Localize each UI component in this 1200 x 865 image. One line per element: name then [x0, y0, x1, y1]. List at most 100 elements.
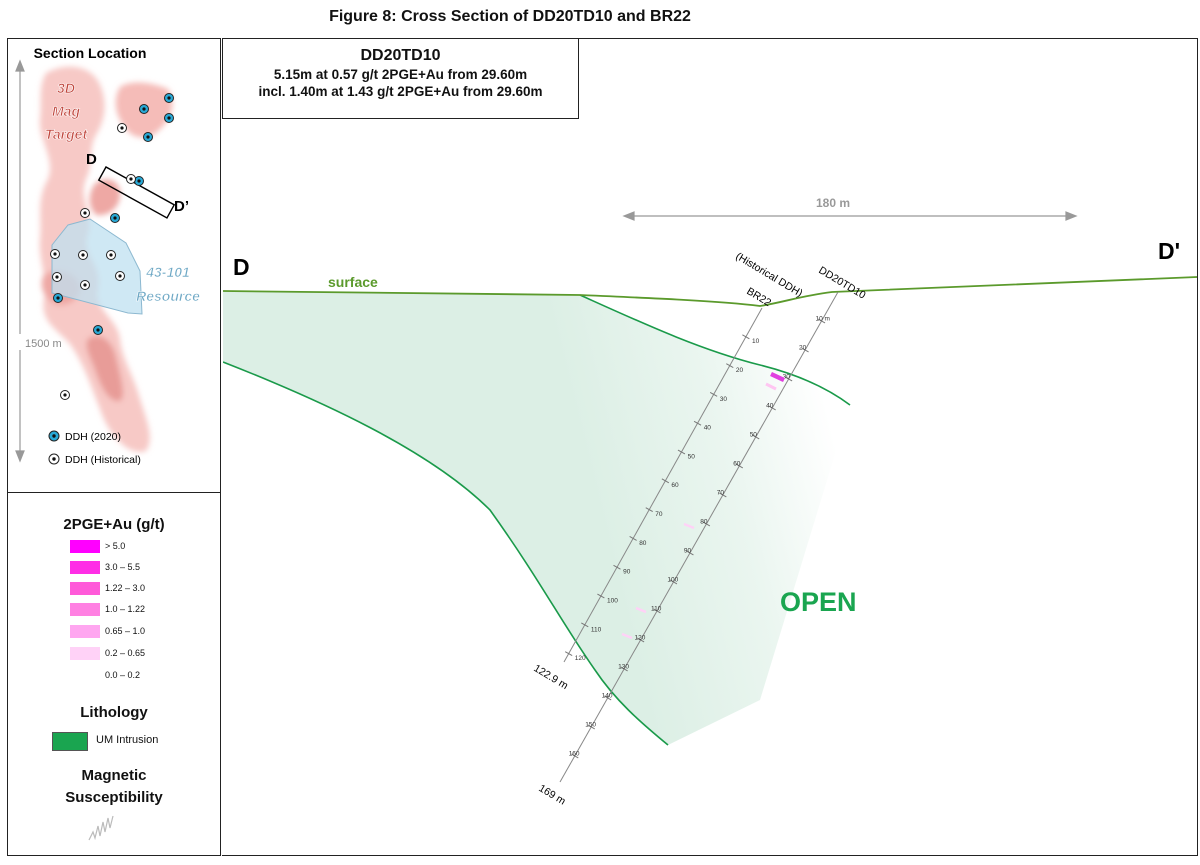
depth-tick [719, 492, 727, 498]
depth-tick [677, 449, 686, 455]
depth-label: 80 [700, 519, 708, 526]
hole-info-box: DD20TD10 5.15m at 0.57 g/t 2PGE+Au from … [222, 38, 579, 119]
hole-name: DD20TD10 [360, 47, 441, 64]
surface-label: surface [328, 274, 378, 290]
scale-label-bg [14, 334, 46, 350]
legend-ddh-2020-label: DDH (2020) [65, 431, 121, 443]
lithology-label: UM Intrusion [96, 734, 159, 746]
depth-label: 10 m [816, 316, 830, 323]
section-start-label: D [233, 254, 250, 280]
location-title: Section Location [34, 45, 147, 61]
intrusion-fill [223, 291, 850, 745]
figure-title: Figure 8: Cross Section of DD20TD10 and … [329, 8, 691, 25]
grade-swatch [70, 625, 100, 638]
depth-tick [768, 405, 776, 411]
legend-ddh-2020-dot [52, 434, 56, 438]
depth-label: 30 [720, 396, 728, 403]
grade-label: 1.22 – 3.0 [105, 583, 146, 593]
depth-tick [661, 478, 670, 484]
location-map: Section Location 3D Mag Target 43-101 Re… [14, 45, 200, 466]
lithology-title: Lithology [80, 704, 148, 721]
grade-label: 0.65 – 1.0 [105, 626, 146, 636]
drill-trace-dd20td10 [559, 291, 839, 783]
depth-tick [581, 622, 589, 628]
ddh-2020-markers [53, 93, 174, 335]
resource-label-1: 43-101 [145, 264, 190, 280]
depth-tick [784, 376, 793, 382]
ddh-center-dots [53, 96, 171, 397]
depth-label: 130 [618, 664, 629, 671]
depth-tick [603, 695, 612, 701]
depth-label: 70 [717, 490, 725, 497]
depth-label: 60 [671, 482, 679, 489]
depth-tick [817, 318, 826, 324]
intrusion-contact-lower [223, 361, 669, 746]
depth-label: 10 [752, 338, 760, 345]
depth-label: 160 [569, 751, 580, 758]
depth-label: 120 [575, 655, 586, 662]
depth-tick [693, 420, 702, 426]
depth-label: 70 [655, 511, 663, 518]
depth-tick [735, 463, 744, 469]
intrusion-contact-upper [579, 294, 851, 406]
lithology-swatch [52, 732, 88, 751]
depth-label: 100 [667, 577, 678, 584]
grade-interval [635, 606, 647, 614]
section-end-label: D' [1158, 238, 1180, 264]
grade-label: 3.0 – 5.5 [105, 562, 141, 572]
depth-tick [752, 434, 760, 440]
depth-tick [669, 579, 678, 585]
depth-label: 50 [750, 432, 758, 439]
surface-line [223, 276, 1197, 307]
section-start-label: D [86, 151, 97, 168]
depth-tick [571, 753, 579, 759]
grade-swatch [70, 561, 100, 574]
br22-end-depth: 122.9 m [531, 662, 570, 692]
grade-swatch [70, 669, 100, 682]
depth-label: 110 [591, 626, 602, 633]
depth-tick [597, 593, 605, 599]
magnetic-title-1: Magnetic [81, 767, 147, 784]
grade-label: > 5.0 [105, 541, 126, 551]
resource-outline [51, 218, 143, 315]
depth-tick [686, 550, 694, 556]
target-label-1: 3D [57, 80, 75, 96]
depth-tick [702, 521, 711, 527]
depth-tick [587, 724, 595, 730]
grade-label: 0.2 – 0.65 [105, 648, 146, 658]
dd20td10-end-depth: 169 m [536, 782, 567, 807]
grade-interval [621, 632, 633, 640]
horizontal-scale [622, 211, 1078, 221]
depth-tick [613, 564, 621, 570]
grade-interval [765, 382, 777, 391]
depth-tick [653, 608, 661, 614]
depth-label: 90 [623, 569, 631, 576]
depth-label: 140 [602, 693, 613, 700]
grade-swatch [70, 582, 100, 595]
depth-label: 150 [585, 722, 596, 729]
depth-label: 110 [651, 606, 662, 613]
depth-tick [564, 651, 573, 657]
panel-divider [7, 492, 221, 493]
magnetic-squiggle-icon [88, 815, 114, 841]
depth-label: 120 [635, 635, 646, 642]
depth-label: 40 [766, 403, 774, 410]
hole-result-line-2: incl. 1.40m at 1.43 g/t 2PGE+Au from 29.… [258, 84, 543, 99]
target-label-2: Mag [52, 103, 80, 119]
resource-label-2: Resource [136, 288, 200, 304]
depth-tick [709, 392, 718, 397]
grade-label: 0.0 – 0.2 [105, 670, 141, 680]
depth-tick [742, 334, 750, 340]
grade-label: 1.0 – 1.22 [105, 604, 146, 614]
scale-label: 1500 m [25, 338, 62, 350]
dd20td10-depth-ticks: 10 m203040506070809010011012013014015016… [569, 316, 830, 759]
depth-tick [645, 507, 653, 513]
depth-tick [636, 637, 645, 643]
legend-ddh-historical-dot [52, 457, 56, 461]
depth-label: 80 [639, 540, 647, 547]
section-line-box [97, 166, 176, 219]
depth-label: 50 [688, 453, 696, 460]
depth-tick [629, 536, 637, 541]
